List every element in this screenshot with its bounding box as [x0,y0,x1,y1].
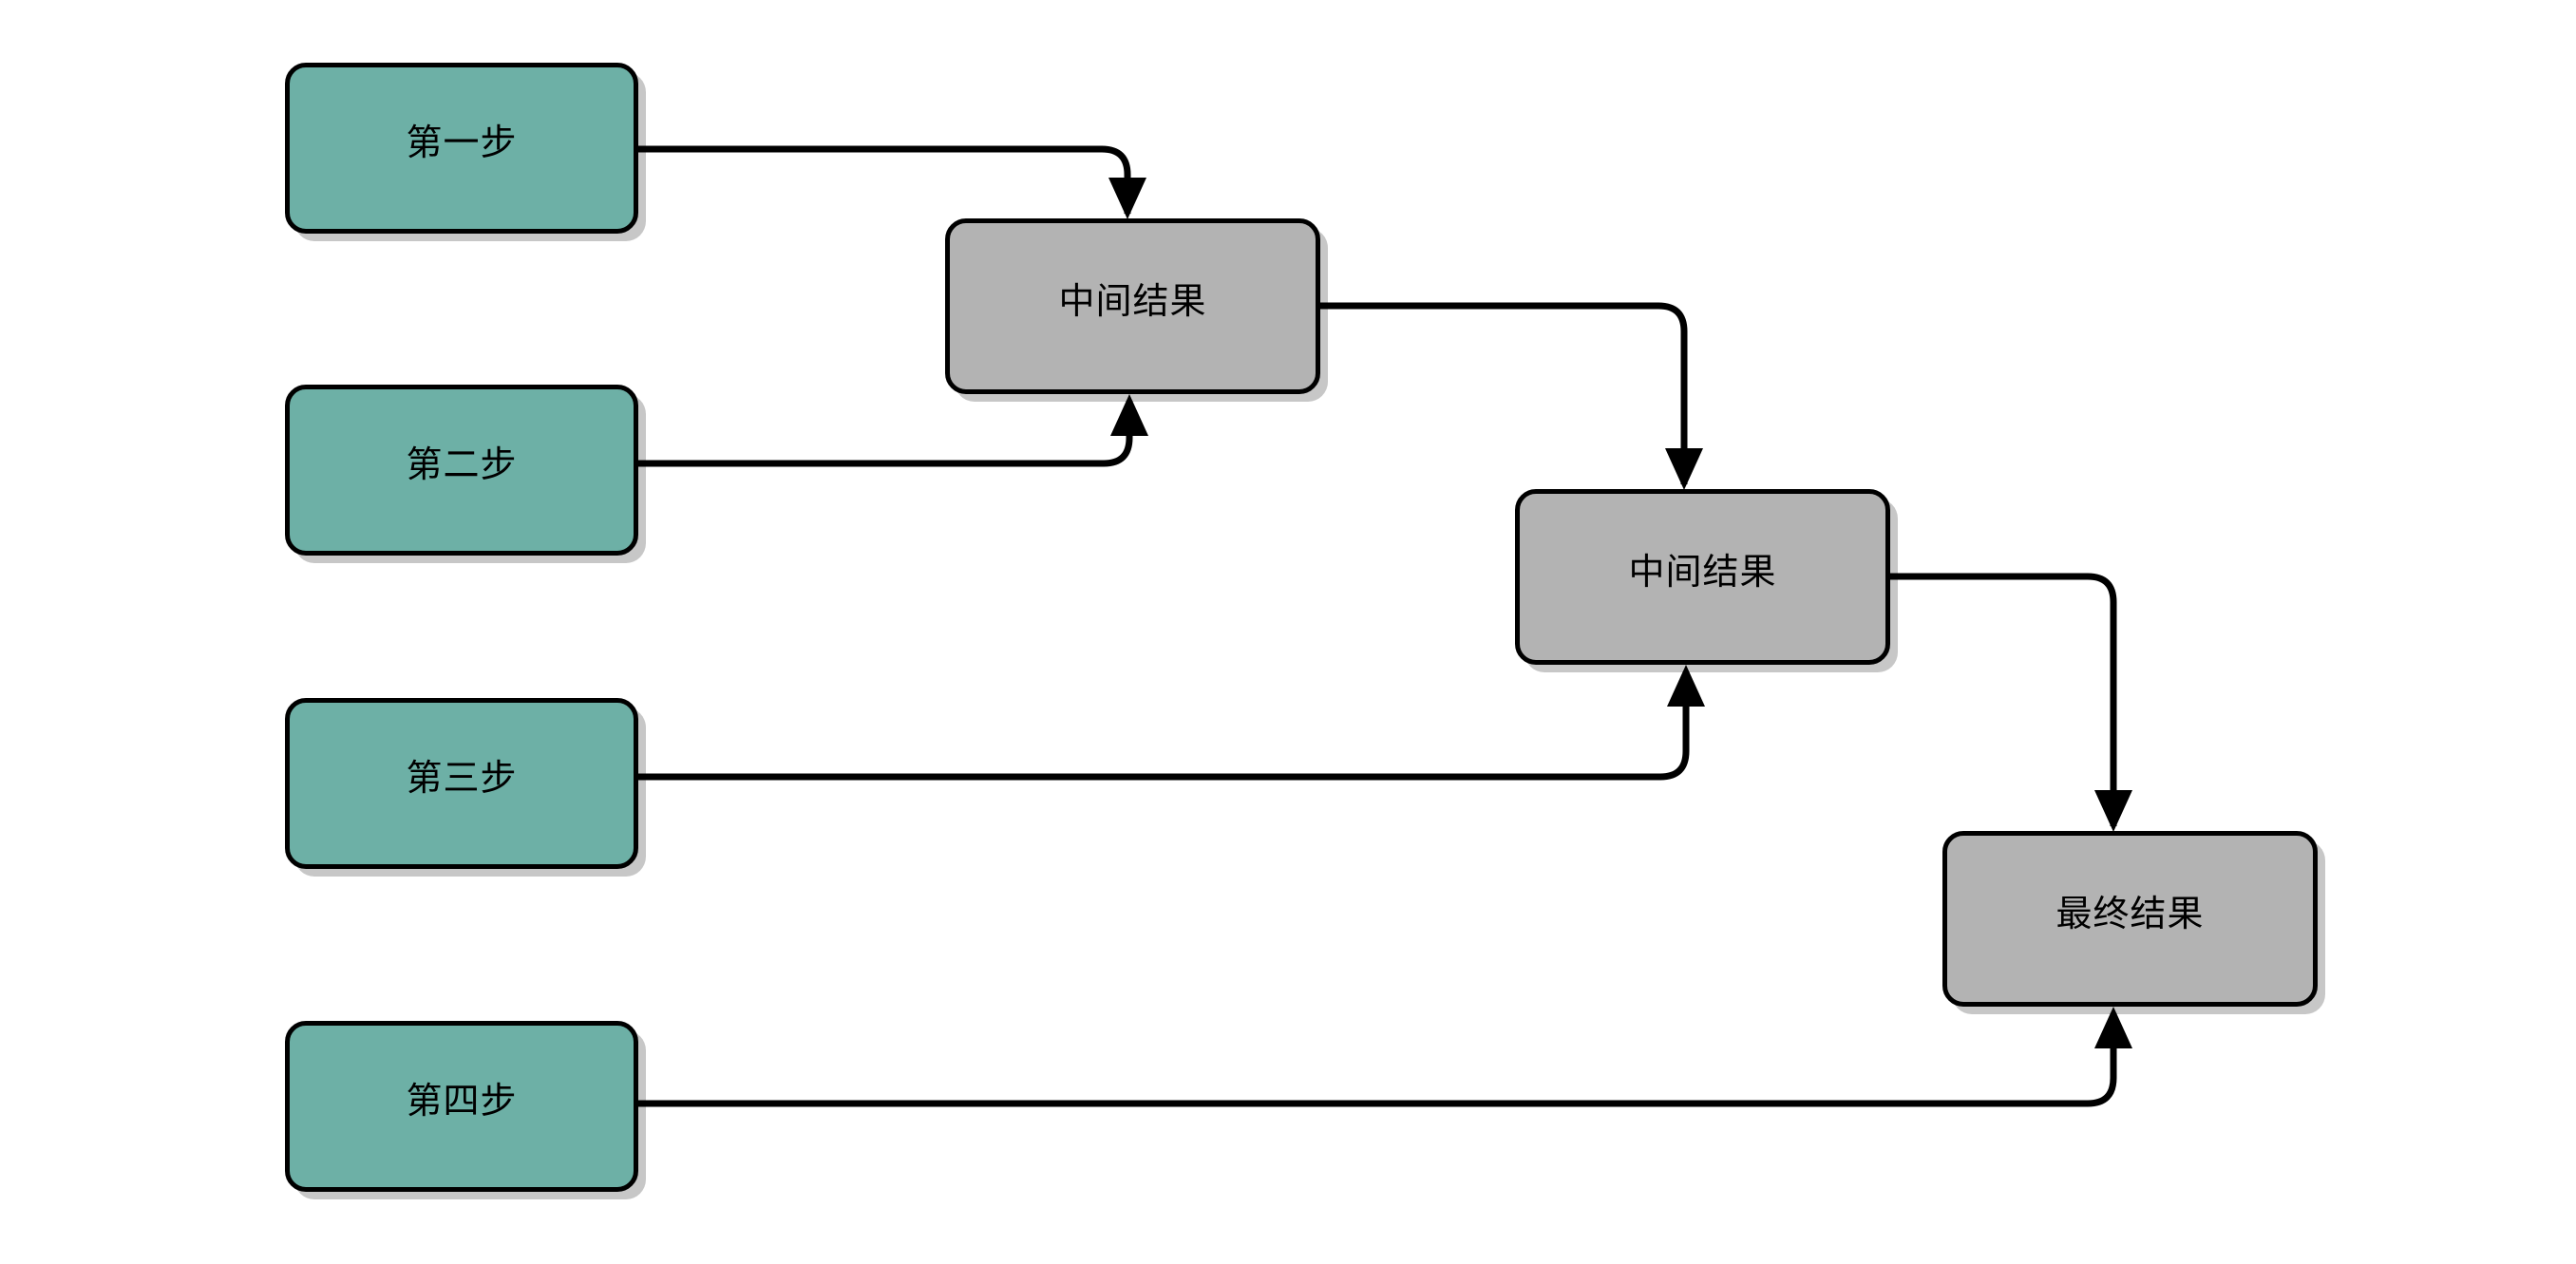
arrowhead-e-mid1-mid2 [1665,448,1703,490]
edge-e-mid2-final [1890,573,2117,826]
node-intermediate-result-1-label: 中间结果 [1058,279,1207,322]
arrowhead-e-step2-mid1 [1110,394,1148,436]
node-step4[interactable]: 第四步 [285,1021,638,1192]
node-step1[interactable]: 第一步 [285,63,638,234]
node-step2-label: 第二步 [406,443,518,485]
edge-e-step1-mid1 [638,145,1131,214]
node-step3-label: 第三步 [406,757,518,799]
node-final-result-label: 最终结果 [2055,892,2205,934]
arrowhead-e-step4-final [2094,1007,2132,1048]
node-intermediate-result-2-label: 中间结果 [1628,550,1777,593]
node-step2[interactable]: 第二步 [285,385,638,556]
node-step1-label: 第一步 [406,122,518,163]
edge-e-step4-final [638,1013,2117,1107]
arrowhead-e-step1-mid1 [1108,178,1146,219]
edge-e-step3-mid2 [638,671,1690,781]
arrowhead-e-step3-mid2 [1667,665,1705,707]
node-final-result[interactable]: 最终结果 [1942,831,2318,1007]
node-step4-label: 第四步 [406,1080,518,1122]
edge-e-mid1-mid2 [1320,302,1688,484]
node-intermediate-result-1[interactable]: 中间结果 [945,218,1320,394]
node-step3[interactable]: 第三步 [285,698,638,869]
arrowhead-e-mid2-final [2094,790,2132,832]
edge-e-step2-mid1 [638,401,1133,467]
node-intermediate-result-2[interactable]: 中间结果 [1515,489,1890,665]
